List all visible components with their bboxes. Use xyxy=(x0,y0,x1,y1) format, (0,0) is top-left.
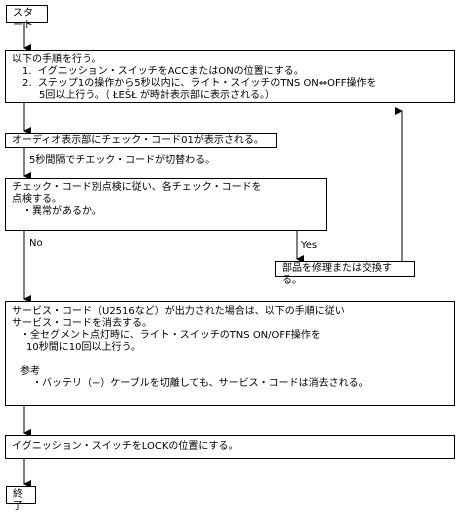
step4-spacer xyxy=(12,354,448,366)
step3-line1: チェック・コード別点検に従い、各チェック・コードを xyxy=(12,182,262,193)
yes-label: Yes xyxy=(301,240,318,251)
repair-label: 部品を修理または交換する。 xyxy=(282,263,392,286)
step3-box: チェック・コード別点検に従い、各チェック・コードを 点検する。 ・異常があるか。 xyxy=(5,178,327,231)
repair-box: 部品を修理または交換する。 xyxy=(275,261,415,286)
arrow-repair-loop xyxy=(395,107,415,269)
step4-ref-title: 参考 xyxy=(20,366,40,377)
step4-line4: 10秒間に10回以上行う。 xyxy=(26,342,141,353)
end-label: 終了 xyxy=(13,489,23,512)
end-node: 終了 xyxy=(6,486,36,512)
step4-box: サービス・コード（U2516など）が出力された場合は、以下の手順に従い サービス… xyxy=(5,301,455,406)
start-node: スタート xyxy=(6,5,48,31)
step5-label: イグニッション・スイッチをLOCKの位置にする。 xyxy=(12,441,239,452)
step2-label: オーディオ表示部にチェック・コード01が表示される。 xyxy=(12,135,264,146)
step1-box: 以下の手順を行う。 1. イグニッション・スイッチをACCまたはONの位置にする… xyxy=(5,50,455,103)
step5-box: イグニッション・スイッチをLOCKの位置にする。 xyxy=(5,435,455,459)
step3-line2: 点検する。 xyxy=(12,194,62,205)
step1-title: 以下の手順を行う。 xyxy=(12,54,102,65)
step2-note: 5秒間隔でチエック・コードが切替わる。 xyxy=(29,155,216,166)
step4-line1: サービス・コード（U2516など）が出力された場合は、以下の手順に従い xyxy=(12,306,345,317)
start-label: スタート xyxy=(13,8,33,31)
step1-item2: 2. ステップ1の操作から5秒以内に、ライト・スイッチのTNS ON⇔OFF操作… xyxy=(22,78,377,89)
step1-item1: 1. イグニッション・スイッチをACCまたはONの位置にする。 xyxy=(22,66,304,77)
step4-ref-text: ・バッテリ（−）ケーブルを切離しても、サービス・コードは消去される。 xyxy=(32,378,369,389)
step1-item2b: 5回以上行う。（ ŁEŠŁ が時計表示部に表示される。） xyxy=(39,90,276,101)
step3-line3: ・異常があるか。 xyxy=(22,206,102,217)
step4-line2: サービス・コードを消去する。 xyxy=(12,318,152,329)
no-label: No xyxy=(29,238,43,249)
step2-box: オーディオ表示部にチェック・コード01が表示される。 xyxy=(5,133,277,148)
step4-line3: ・全セグメント点灯時に、ライト・スイッチのTNS ON/OFF操作を xyxy=(20,330,321,341)
